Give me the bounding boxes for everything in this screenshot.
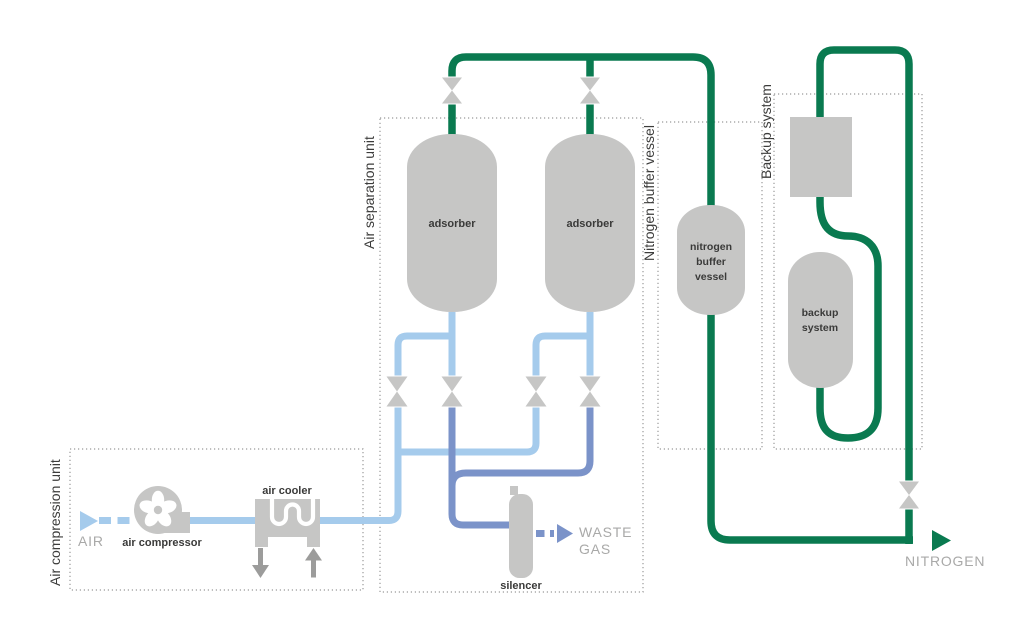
- adsorber-right-vessel: [545, 134, 635, 312]
- pipe-product-header: [448, 53, 913, 544]
- svg-text:WASTE: WASTE: [579, 524, 632, 540]
- adsorber-right-label: adsorber: [566, 218, 614, 230]
- pipe-backup-supply: [816, 46, 913, 544]
- valve-product-outlet-icon: [898, 480, 920, 510]
- svg-text:system: system: [802, 322, 838, 334]
- cooling-arrow-up-icon: [305, 548, 322, 561]
- backup-system-vessel: [788, 252, 853, 388]
- air-inlet-arrow-icon: [80, 511, 98, 531]
- valve-feed-left-icon: [386, 375, 408, 408]
- pipe-valve2-to-silencer: [448, 404, 510, 529]
- pipe-crossfeed-to-valve3: [398, 404, 540, 456]
- air-separation-unit-box: [379, 117, 644, 593]
- nitrogen-outlet-arrow-icon: [932, 530, 951, 551]
- cooling-arrow-up-shaft: [311, 560, 316, 578]
- svg-text:vessel: vessel: [695, 271, 727, 283]
- backup-evaporator-block: [790, 117, 852, 197]
- svg-text:buffer: buffer: [696, 256, 726, 268]
- nitrogen-buffer-vessel-label: nitrogen buffer vessel: [690, 241, 732, 283]
- nitrogen-stream-label: NITROGEN: [905, 553, 985, 569]
- valve-waste-left-icon: [441, 375, 463, 408]
- backup-system-box-label: Backup system: [758, 84, 774, 179]
- air-separation-unit-label: Air separation unit: [361, 136, 377, 249]
- svg-text:GAS: GAS: [579, 541, 611, 557]
- waste-gas-stream-label: WASTE GAS: [579, 524, 632, 557]
- cooler-coil-icon: [269, 499, 316, 527]
- waste-gas-arrow-icon: [557, 524, 573, 543]
- valve-adsorber-right-top-icon: [579, 76, 601, 105]
- adsorber-left-label: adsorber: [428, 218, 476, 230]
- pipe-valve3-to-adsorber-right: [532, 332, 590, 380]
- valves: [386, 76, 920, 510]
- air-compression-unit-box: [69, 448, 364, 591]
- fan-hub: [153, 505, 163, 515]
- adsorber-left-vessel: [407, 134, 497, 312]
- air-compression-unit-label: Air compression unit: [47, 459, 63, 586]
- pipe-valve1-to-adsorber-left: [394, 332, 452, 380]
- air-cooler-label: air cooler: [262, 485, 312, 497]
- air-compressor-icon: [134, 486, 190, 534]
- backup-system-box: [773, 93, 923, 450]
- nitrogen-buffer-vessel: [677, 205, 745, 315]
- air-compressor-label: air compressor: [122, 537, 202, 549]
- svg-text:backup: backup: [802, 307, 839, 319]
- pipe-cooler-to-valve1: [320, 404, 402, 524]
- cooling-arrow-down-shaft: [258, 548, 263, 566]
- cooling-arrow-down-icon: [252, 565, 269, 578]
- air-cooler-icon: [252, 499, 322, 578]
- silencer-label: silencer: [500, 580, 542, 592]
- valve-feed-right-icon: [525, 375, 547, 408]
- fan-blades-icon: [139, 490, 177, 527]
- air-stream-label: AIR: [78, 533, 104, 549]
- pipe-valve4-to-waste-header: [448, 404, 594, 487]
- nitrogen-buffer-vessel-box-label: Nitrogen buffer vessel: [641, 125, 657, 261]
- valve-adsorber-left-top-icon: [441, 76, 463, 105]
- pipe-backup-loop: [816, 197, 882, 442]
- valve-waste-right-icon: [579, 375, 601, 408]
- svg-text:nitrogen: nitrogen: [690, 241, 732, 253]
- backup-system-vessel-label: backup system: [802, 307, 839, 334]
- silencer-icon: [509, 486, 533, 578]
